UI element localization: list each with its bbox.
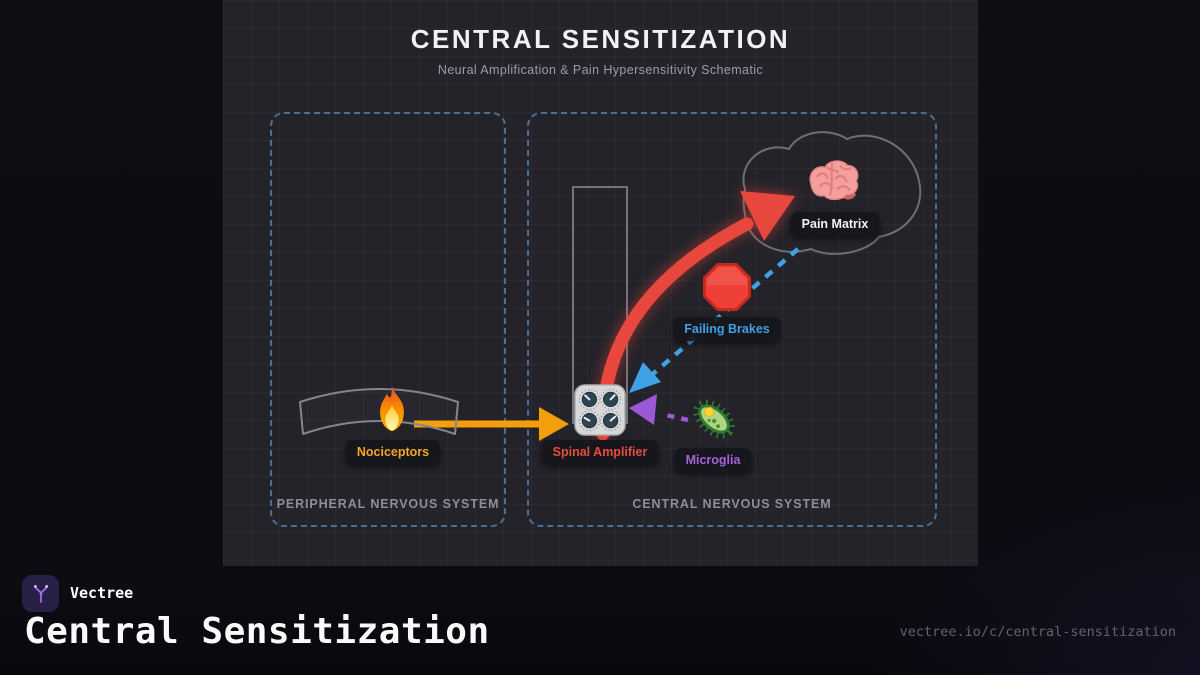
poster-panel: CENTRAL SENSITIZATION Neural Amplificati… <box>223 0 978 566</box>
arrows-layer <box>414 191 800 441</box>
brand-name: Vectree <box>70 584 134 602</box>
footer-heading: Central Sensitization <box>24 611 490 652</box>
fire-icon <box>380 386 404 432</box>
footer-url: vectree.io/c/central-sensitization <box>899 624 1176 640</box>
vectree-logo <box>22 575 59 612</box>
label-pain-matrix: Pain Matrix <box>790 212 880 236</box>
knobs-icon <box>574 384 626 436</box>
vectree-branch-icon <box>33 584 48 603</box>
brain-icon <box>809 160 859 201</box>
region-label-cns: CENTRAL NERVOUS SYSTEM <box>632 497 832 511</box>
skin-patch-outline <box>299 388 459 435</box>
region-peripheral-nervous-system: PERIPHERAL NERVOUS SYSTEM <box>270 112 506 527</box>
label-microglia: Microglia <box>674 448 752 472</box>
label-failing-brakes: Failing Brakes <box>673 317 781 341</box>
arrow-nociceptive-input <box>414 407 569 441</box>
arrow-microglial-signal <box>629 394 689 425</box>
region-central-nervous-system: CENTRAL NERVOUS SYSTEM <box>527 112 937 527</box>
label-nociceptors: Nociceptors <box>345 440 441 464</box>
arrow-failing-inhibition <box>629 247 800 393</box>
region-label-pns: PERIPHERAL NERVOUS SYSTEM <box>276 497 500 511</box>
head-blob-outline <box>742 131 922 255</box>
microbe-icon <box>693 399 735 439</box>
label-spinal-amplifier: Spinal Amplifier <box>541 440 659 464</box>
stop-sign-icon <box>702 262 752 312</box>
page-title: CENTRAL SENSITIZATION <box>410 24 791 54</box>
page-subtitle: Neural Amplification & Pain Hypersensiti… <box>437 63 764 77</box>
